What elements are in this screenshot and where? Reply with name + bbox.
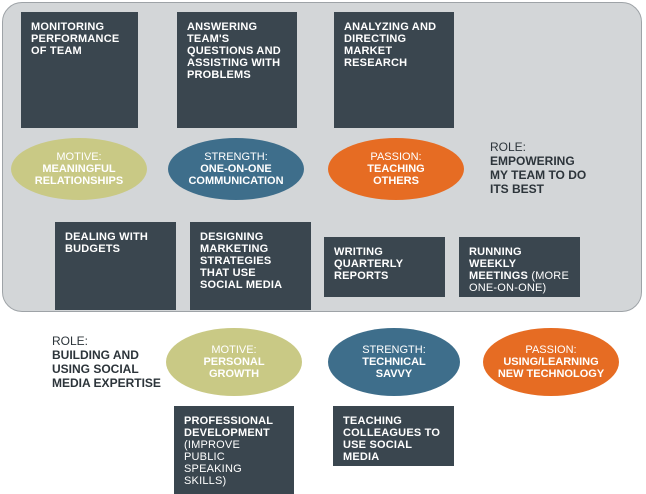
strength-value: ONE-ON-ONE COMMUNICATION [188,163,284,187]
role-title: EMPOWERING MY TEAM TO DO ITS BEST [490,154,587,196]
passion-value: TEACHING OTHERS [367,163,425,187]
motive-label: MOTIVE: [56,151,102,163]
strength-oval-role2: STRENGTH: TECHNICAL SAVVY [328,328,460,396]
dev-main: PROFESSIONAL DEVELOPMENT [184,415,273,439]
strength-oval-role1: STRENGTH: ONE-ON-ONE COMMUNICATION [168,138,304,200]
task-designing-strategies: DESIGNING MARKETING STRATEGIES THAT USE … [190,222,311,310]
role-label: ROLE: [52,334,89,348]
meetings-note: (MORE ONE-ON-ONE) [469,270,569,294]
role-title: BUILDING AND USING SOCIAL MEDIA EXPERTIS… [52,348,161,390]
task-weekly-meetings: RUNNING WEEKLY MEETINGS (MORE ONE-ON-ONE… [459,237,580,297]
motive-label: MOTIVE: [211,344,257,356]
strength-label: STRENGTH: [362,344,426,356]
motive-oval-role2: MOTIVE: PERSONAL GROWTH [166,328,302,396]
strength-value: TECHNICAL SAVVY [362,356,426,380]
task-teaching-colleagues: TEACHING COLLEAGUES TO USE SOCIAL MEDIA [333,406,454,466]
task-market-research: ANALYZING AND DIRECTING MARKET RESEARCH [334,12,454,128]
passion-label: PASSION: [525,344,577,356]
dev-note: (IMPROVE PUBLIC SPEAKING SKILLS) [184,439,242,487]
motive-value: PERSONAL GROWTH [203,356,265,380]
passion-oval-role1: PASSION: TEACHING OTHERS [328,138,464,200]
task-professional-development: PROFESSIONAL DEVELOPMENT (IMPROVE PUBLIC… [174,406,294,494]
motive-value: MEANINGFUL RELATIONSHIPS [34,163,124,187]
passion-label: PASSION: [370,151,422,163]
role-heading-social-media: ROLE: BUILDING AND USING SOCIAL MEDIA EX… [52,334,162,390]
motive-oval-role1: MOTIVE: MEANINGFUL RELATIONSHIPS [11,138,147,200]
meetings-main: RUNNING WEEKLY MEETINGS [469,246,529,282]
role-heading-empowering: ROLE: EMPOWERING MY TEAM TO DO ITS BEST [490,140,590,196]
task-monitoring-performance: MONITORING PERFORMANCE OF TEAM [21,12,138,128]
strength-label: STRENGTH: [204,151,268,163]
role-label: ROLE: [490,140,527,154]
passion-oval-role2: PASSION: USING/LEARNING NEW TECHNOLOGY [483,328,619,396]
passion-value: USING/LEARNING NEW TECHNOLOGY [497,356,605,380]
task-dealing-budgets: DEALING WITH BUDGETS [55,222,176,310]
task-answering-questions: ANSWERING TEAM'S QUESTIONS AND ASSISTING… [177,12,297,128]
task-quarterly-reports: WRITING QUARTERLY REPORTS [324,237,445,297]
